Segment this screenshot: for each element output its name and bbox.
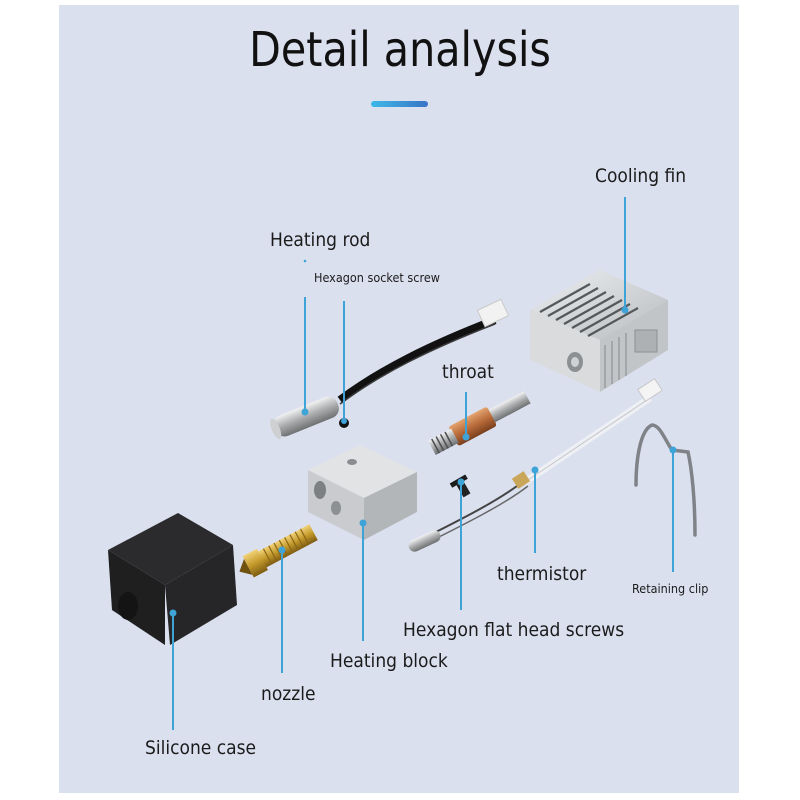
label-retaining-clip: Retaining clip (632, 581, 709, 596)
cooling-fin-icon (530, 270, 668, 392)
label-silicone-case: Silicone case (145, 737, 257, 759)
silicone-case-icon (108, 513, 237, 645)
label-heating-block: Heating block (330, 650, 448, 672)
flat-screw-icon (449, 474, 471, 498)
label-hexagon-socket-screw: Hexagon socket screw (314, 270, 440, 285)
heating-block-icon (308, 445, 417, 540)
throat-icon (428, 391, 531, 456)
label-cooling-fin: Cooling fin (595, 165, 687, 187)
leader-lines (172, 197, 674, 730)
label-heating-rod: Heating rod (270, 229, 371, 251)
leader-dots (169, 259, 677, 617)
clip-icon (634, 423, 697, 537)
page-title: Detail analysis (249, 22, 551, 78)
nozzle-icon (239, 524, 318, 578)
label-thermistor: thermistor (497, 563, 587, 585)
label-throat: throat (442, 361, 494, 383)
title-accent-bar (371, 101, 428, 107)
heating-rod-icon (270, 298, 510, 440)
label-hexagon-flat-head-screws: Hexagon flat head screws (403, 619, 625, 641)
thermistor-icon (408, 377, 663, 552)
label-nozzle: nozzle (261, 683, 316, 705)
